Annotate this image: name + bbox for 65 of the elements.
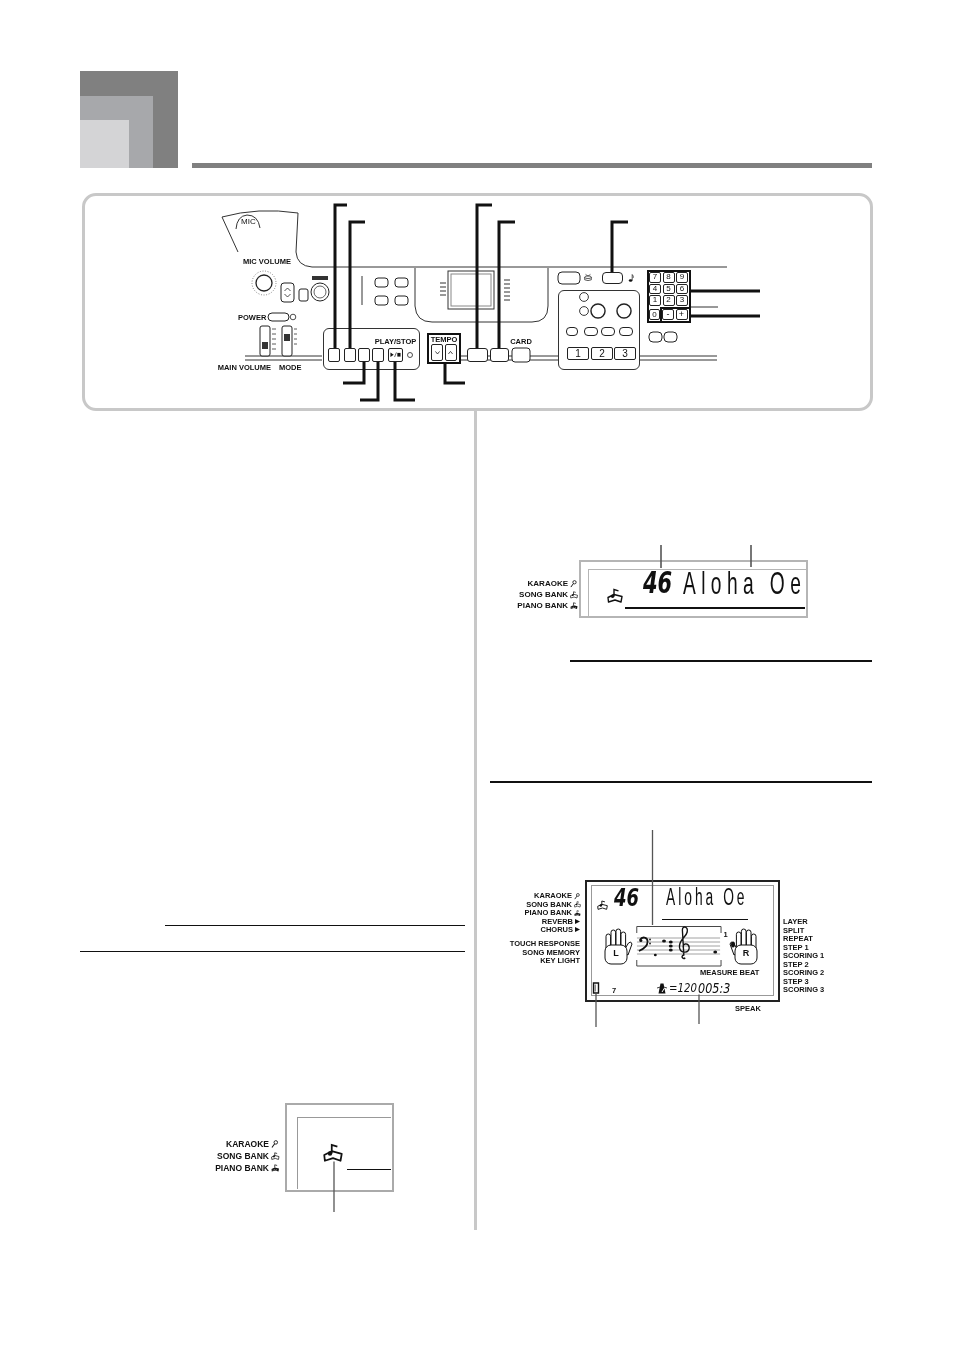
keypad-frame xyxy=(647,270,691,323)
tempo-button-frame xyxy=(427,333,461,364)
leader-line xyxy=(660,544,662,569)
keypad-key: 6 xyxy=(676,283,688,294)
piano-bank-button xyxy=(490,348,509,362)
indicator-label: KARAOKE xyxy=(527,580,568,588)
keypad-key: 1 xyxy=(649,295,661,306)
hand-letter: L xyxy=(613,949,619,958)
lcd-display xyxy=(285,1103,394,1192)
lcd-song-name: Aloha Oe xyxy=(683,567,807,599)
leader-line xyxy=(360,362,380,402)
step-button: 2 xyxy=(591,347,613,360)
keypad-key: + xyxy=(675,308,688,320)
leader-line xyxy=(333,203,347,348)
leader-line xyxy=(651,829,654,926)
keypad-key: 2 xyxy=(662,295,675,306)
lcd-display xyxy=(579,560,808,618)
leader-line xyxy=(610,220,628,272)
keypad-key: - xyxy=(662,308,674,320)
segment-digit-icon xyxy=(592,982,600,994)
leader-line xyxy=(691,289,760,293)
leader-line xyxy=(343,362,366,385)
tempo-value: =120 xyxy=(669,981,697,994)
panel-label: MIC xyxy=(241,218,256,226)
leader-line xyxy=(475,203,492,348)
keypad-key: 8 xyxy=(662,272,675,283)
leader-line xyxy=(698,993,700,1025)
step-button: 3 xyxy=(614,347,636,360)
keypad-key: 0 xyxy=(649,309,660,320)
indicator-label: KARAOKE xyxy=(226,1140,269,1149)
music-staff-drawing xyxy=(636,925,722,967)
play-stop-button xyxy=(388,348,403,362)
leader-line xyxy=(393,362,415,402)
song-bank-button xyxy=(467,348,488,362)
keypad-key: 5 xyxy=(662,283,675,294)
leader-line xyxy=(497,220,515,348)
tone-button xyxy=(602,272,623,284)
step-button: 1 xyxy=(567,347,589,360)
controller-button xyxy=(328,348,340,362)
leader-line xyxy=(348,220,365,348)
controller-button xyxy=(372,348,384,362)
indicator-label: PIANO BANK xyxy=(215,1164,269,1173)
keypad-key: 7 xyxy=(649,272,661,283)
leader-line xyxy=(595,993,597,1028)
lesson-panel xyxy=(558,290,640,370)
lcd-number: 46 xyxy=(643,568,673,598)
hand-letter: R xyxy=(742,949,750,958)
leader-line xyxy=(750,544,752,568)
keypad-key: 3 xyxy=(676,295,688,306)
controller-button xyxy=(358,348,370,362)
lcd-song-name: Aloha Oe xyxy=(666,886,748,909)
measure-beat-value: 005:3 xyxy=(698,980,731,995)
controller-button xyxy=(344,348,356,362)
indicator-label: SONG BANK xyxy=(217,1152,269,1161)
indicator-label: PIANO BANK xyxy=(517,602,568,610)
plus-minus-frame xyxy=(660,306,691,323)
keypad-key: 9 xyxy=(676,272,688,283)
song-book-icon xyxy=(322,1142,343,1162)
lcd-number: 46 xyxy=(614,886,640,910)
leader-line xyxy=(333,1160,335,1213)
keypad-key: 4 xyxy=(649,283,661,294)
leader-line xyxy=(443,364,465,385)
indicator-label: SONG BANK xyxy=(519,591,568,599)
leader-line xyxy=(690,314,760,318)
controller-panel xyxy=(323,328,420,370)
